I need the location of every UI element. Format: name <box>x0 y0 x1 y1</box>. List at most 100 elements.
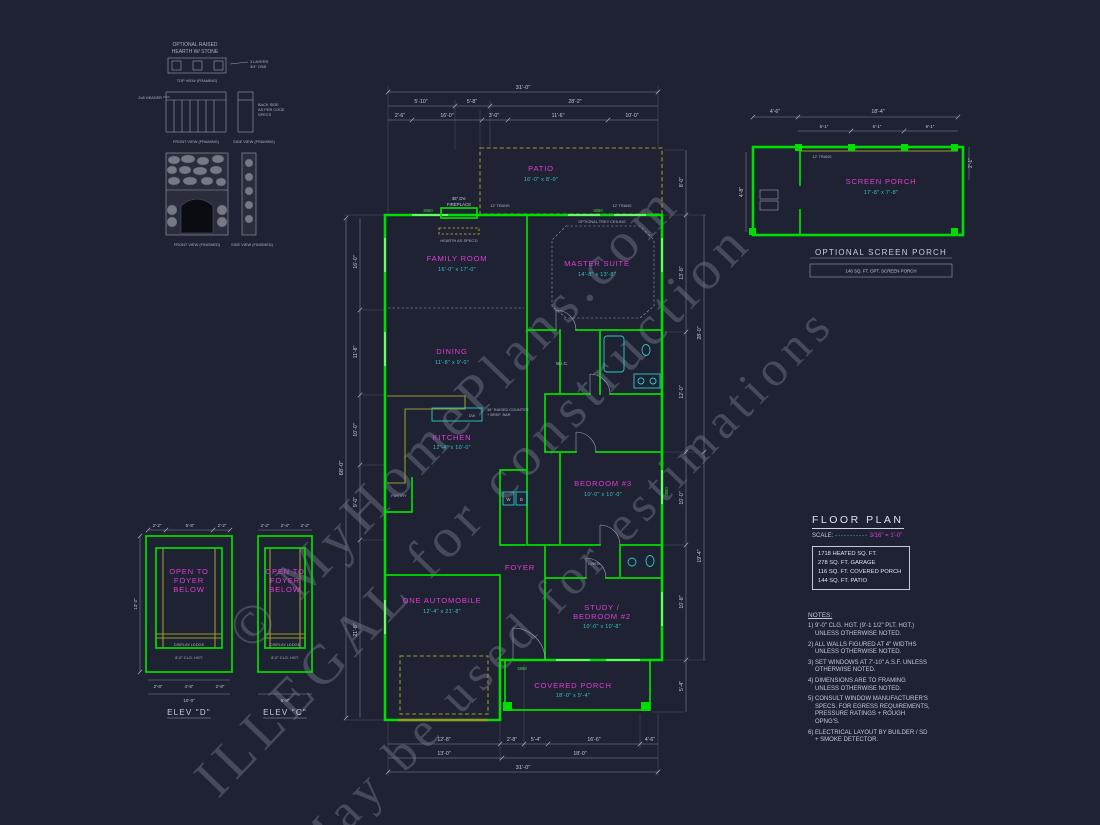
elev-d-dim-tl: 2'-2" <box>153 523 162 528</box>
elev-d-open-3: BELOW <box>173 585 204 594</box>
note-item: 1) 9'-0" CLG. HGT. (9'-1 1/2" PLT. HGT.)… <box>808 623 915 638</box>
dim: 10'-0" <box>679 491 685 504</box>
dim: 12'-0" <box>679 385 685 398</box>
elev-d-outer-wall <box>145 535 233 673</box>
elev-c-dim-tl: 2'-2" <box>261 523 270 528</box>
note-item: 2) ALL WALLS FIGURED AT 4" WIDTHS UNLESS… <box>808 641 917 656</box>
elev-d-open-1: OPEN TO <box>169 567 209 576</box>
hearth-top-view-label: TOP VIEW (FRAMING) <box>177 78 218 83</box>
dim: 6'-1" <box>926 124 935 129</box>
screen-porch: SCREEN PORCH 17'-8" x 7'-8" 12' TRANS 4'… <box>739 109 974 278</box>
dim: 12'-8" <box>437 737 450 743</box>
room-label-master: MASTER SUITE <box>564 259 630 268</box>
trey-note: OPTIONAL TREY CEILING <box>578 219 626 224</box>
screen-porch-sqft-box <box>809 263 953 278</box>
notes-block: NOTES: 1) 9'-0" CLG. HGT. (9'-1 1/2" PLT… <box>808 612 930 748</box>
plan-annotations: 36" DV. FIREPLACE HEARTH AS SPEC'D OPTIO… <box>391 196 669 671</box>
dim: 5'-4" <box>531 737 541 743</box>
room-size-garage: 12'-4" x 21'-8" <box>423 609 461 615</box>
counter-note-1: 36" RAISED COUNTER <box>487 407 529 412</box>
hearth-backside-3: SPECS <box>258 112 272 117</box>
toilet <box>645 555 655 567</box>
dim: 16'-6" <box>587 737 600 743</box>
hearth-osb-note-2: 3/4" OSB <box>250 64 266 69</box>
transom-tag: 12' TRANS <box>812 154 832 159</box>
hearth-title-1: OPTIONAL RAISED <box>172 42 217 48</box>
hearth-front-finished-label: FRONT VIEW (FINISHED) <box>174 242 221 247</box>
dim: 10'-0" <box>353 423 359 436</box>
note-item: 5) CONSULT WINDOW MANUFACTURER'S SPECS. … <box>808 695 930 726</box>
room-label-dining: DINING <box>436 347 467 356</box>
note-item: 6) ELECTRICAL LAYOUT BY BUILDER / SD + S… <box>808 729 928 744</box>
fireplace-note-1: 36" DV. <box>452 196 467 201</box>
elev-d-dim-bl: 2'-8" <box>154 684 163 689</box>
window-tag-2850: 2850 <box>664 487 669 497</box>
porch-post <box>503 702 512 711</box>
dim: 2'-1" <box>968 158 974 168</box>
room-label-study-1: STUDY / <box>584 603 620 612</box>
hearth-side-finished-label: SIDE VIEW (FINISHED) <box>231 242 274 247</box>
dim: 28'-0" <box>697 326 703 339</box>
elev-d-inner-frame <box>155 547 223 649</box>
porch-step <box>759 189 779 200</box>
elev-c-outer-wall <box>257 535 313 673</box>
door-tag-2868: 2868 <box>517 666 527 671</box>
note-item: 4) DIMENSIONS ARE TO FRAMING UNLESS OTHE… <box>808 677 906 692</box>
dim: 13'-0" <box>437 751 450 757</box>
room-labels: PATIO 16'-0" x 8'-0" FAMILY ROOM 16'-0" … <box>403 164 632 699</box>
transom-tag: 12' TRANS <box>490 203 510 208</box>
room-size-family: 16'-0" x 17'-0" <box>438 267 476 273</box>
notes-heading: NOTES: <box>808 612 833 619</box>
washer <box>502 491 515 506</box>
dim: 10'-0" <box>625 113 638 119</box>
sqft-line: 116 SQ. FT. COVERED PORCH <box>818 568 902 575</box>
toilet <box>641 344 651 356</box>
dim: 13'-8" <box>679 266 685 279</box>
hearth-title-2: HEARTH W/ STONE <box>172 49 219 55</box>
dim: 2'-8" <box>507 737 517 743</box>
dim: 8'-0" <box>679 177 685 187</box>
elev-d-dim-bt: 10'-0" <box>183 698 195 703</box>
dim: 5'-4" <box>679 681 685 691</box>
dim: 5'-8" <box>467 99 477 105</box>
note-item: 3) SET WINDOWS AT 7'-10" A.S.F. UNLESS O… <box>808 659 927 674</box>
dim: 18'-4" <box>871 109 884 115</box>
dim: 16'-0" <box>353 255 359 268</box>
elev-c-open-1: OPEN TO <box>265 567 305 576</box>
hearth-side-framing <box>237 91 254 133</box>
sink <box>637 377 645 385</box>
elev-d-display-ledge: DISPLAY LEDGE <box>174 642 205 647</box>
dim: 28'-2" <box>568 99 581 105</box>
dim: 4'-6" <box>770 109 780 115</box>
interior-walls <box>384 214 663 661</box>
dim: 18'-0" <box>573 751 586 757</box>
elev-d-open-2: FOYER <box>174 576 204 585</box>
covered-porch-outline <box>504 659 651 711</box>
dim: 4'-6" <box>645 737 655 743</box>
washer-label: W <box>506 497 511 502</box>
elev-c-open-3: BELOW <box>269 585 300 594</box>
elevation-c: OPEN TO FOYER BELOW DISPLAY LEDGE 8'-0" … <box>257 523 313 719</box>
hearth-backside-2: AS PER CODE <box>258 107 285 112</box>
window-tag-3050: 3050 <box>593 208 603 213</box>
room-size-bedroom3: 10'-0" x 10'-0" <box>584 492 622 498</box>
dim: 11'-8" <box>353 345 359 358</box>
linen-label: LINEN <box>588 561 600 566</box>
exterior-wall <box>383 213 664 722</box>
dimension-lines <box>343 86 707 776</box>
room-label-study-2: BEDROOM #2 <box>573 612 631 621</box>
sqft-line: 1718 HEATED SQ. FT. <box>818 551 877 557</box>
hearth-header-note: 2x8 HEADER <box>138 95 162 100</box>
room-label-patio: PATIO <box>528 164 554 173</box>
room-size-kitchen: 12'-4" x 10'-0" <box>433 445 471 451</box>
hearth-top-view <box>167 57 227 74</box>
fireplace-note-2: FIREPLACE <box>447 202 471 207</box>
kitchen-counter <box>387 395 466 484</box>
room-label-screen-porch: SCREEN PORCH <box>846 177 917 186</box>
elev-c-display-ledge: DISPLAY LEDGE <box>270 642 301 647</box>
elev-c-inner-frame <box>264 547 306 649</box>
hearth-note: HEARTH AS SPEC'D <box>440 238 477 243</box>
dryer <box>515 491 528 506</box>
dim: 9'-0" <box>353 497 359 507</box>
